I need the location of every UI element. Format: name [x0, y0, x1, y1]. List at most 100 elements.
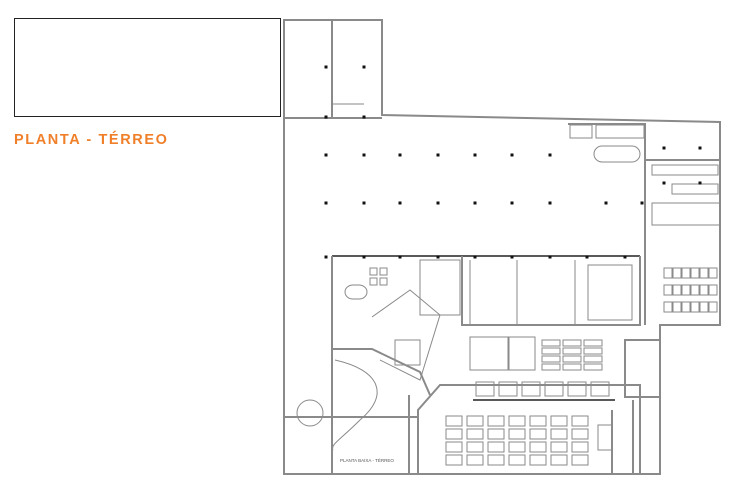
workstations — [369, 267, 718, 466]
column — [510, 255, 514, 259]
desk — [529, 454, 547, 466]
desk — [498, 381, 518, 397]
desk — [562, 363, 582, 371]
column — [662, 181, 666, 185]
column — [362, 153, 366, 157]
desk — [583, 347, 603, 355]
desk — [529, 441, 547, 453]
plan-title: PLANTA - TÉRREO — [14, 132, 169, 148]
column — [473, 255, 477, 259]
desk — [487, 454, 505, 466]
column — [548, 153, 552, 157]
column — [623, 255, 627, 259]
desk — [550, 428, 568, 440]
structural-columns — [324, 65, 702, 259]
desk — [672, 267, 682, 279]
column — [362, 115, 366, 119]
desk — [487, 441, 505, 453]
title-block-frame — [14, 18, 281, 117]
desk — [708, 301, 718, 313]
desk — [544, 381, 564, 397]
desk — [708, 267, 718, 279]
desk — [571, 441, 589, 453]
desk — [550, 415, 568, 427]
column — [473, 153, 477, 157]
desk — [708, 284, 718, 296]
desk — [562, 347, 582, 355]
column — [548, 201, 552, 205]
desk — [699, 267, 709, 279]
desk — [541, 363, 561, 371]
desk — [541, 355, 561, 363]
column — [698, 146, 702, 150]
desk — [541, 339, 561, 347]
desk — [672, 284, 682, 296]
column — [510, 153, 514, 157]
desk — [567, 381, 587, 397]
column — [698, 181, 702, 185]
column — [324, 65, 328, 69]
desk — [487, 428, 505, 440]
desk — [663, 301, 673, 313]
column — [398, 153, 402, 157]
column — [324, 153, 328, 157]
desk — [663, 284, 673, 296]
column — [398, 255, 402, 259]
desk — [466, 441, 484, 453]
desk — [445, 441, 463, 453]
column — [324, 115, 328, 119]
desk — [583, 339, 603, 347]
column — [398, 201, 402, 205]
desk — [508, 415, 526, 427]
drawing-caption: PLANTA BAIXA - TÉRREO — [340, 457, 394, 463]
desk — [681, 267, 691, 279]
desk — [583, 355, 603, 363]
walls — [283, 19, 721, 475]
desk — [690, 267, 700, 279]
column — [640, 201, 644, 205]
desk — [369, 267, 378, 276]
desk — [379, 267, 388, 276]
desk — [445, 428, 463, 440]
column — [436, 255, 440, 259]
column — [362, 201, 366, 205]
column — [324, 255, 328, 259]
desk — [590, 381, 610, 397]
desk — [508, 441, 526, 453]
column — [510, 201, 514, 205]
column — [362, 65, 366, 69]
desk — [681, 301, 691, 313]
desk — [571, 428, 589, 440]
desk — [369, 277, 378, 286]
desk — [699, 284, 709, 296]
desk — [550, 441, 568, 453]
desk — [487, 415, 505, 427]
desk — [466, 415, 484, 427]
desk — [672, 301, 682, 313]
desk — [699, 301, 709, 313]
desk — [681, 284, 691, 296]
desk — [550, 454, 568, 466]
column — [604, 201, 608, 205]
column — [362, 255, 366, 259]
desk — [508, 428, 526, 440]
desk — [562, 355, 582, 363]
desk — [379, 277, 388, 286]
desk — [466, 454, 484, 466]
desk — [466, 428, 484, 440]
column — [585, 255, 589, 259]
column — [436, 153, 440, 157]
desk — [690, 301, 700, 313]
desk — [508, 454, 526, 466]
desk — [690, 284, 700, 296]
desk — [475, 381, 495, 397]
desk — [541, 347, 561, 355]
desk — [529, 428, 547, 440]
desk — [663, 267, 673, 279]
desk — [571, 415, 589, 427]
desk — [571, 454, 589, 466]
desk — [445, 454, 463, 466]
column — [548, 255, 552, 259]
desk — [529, 415, 547, 427]
